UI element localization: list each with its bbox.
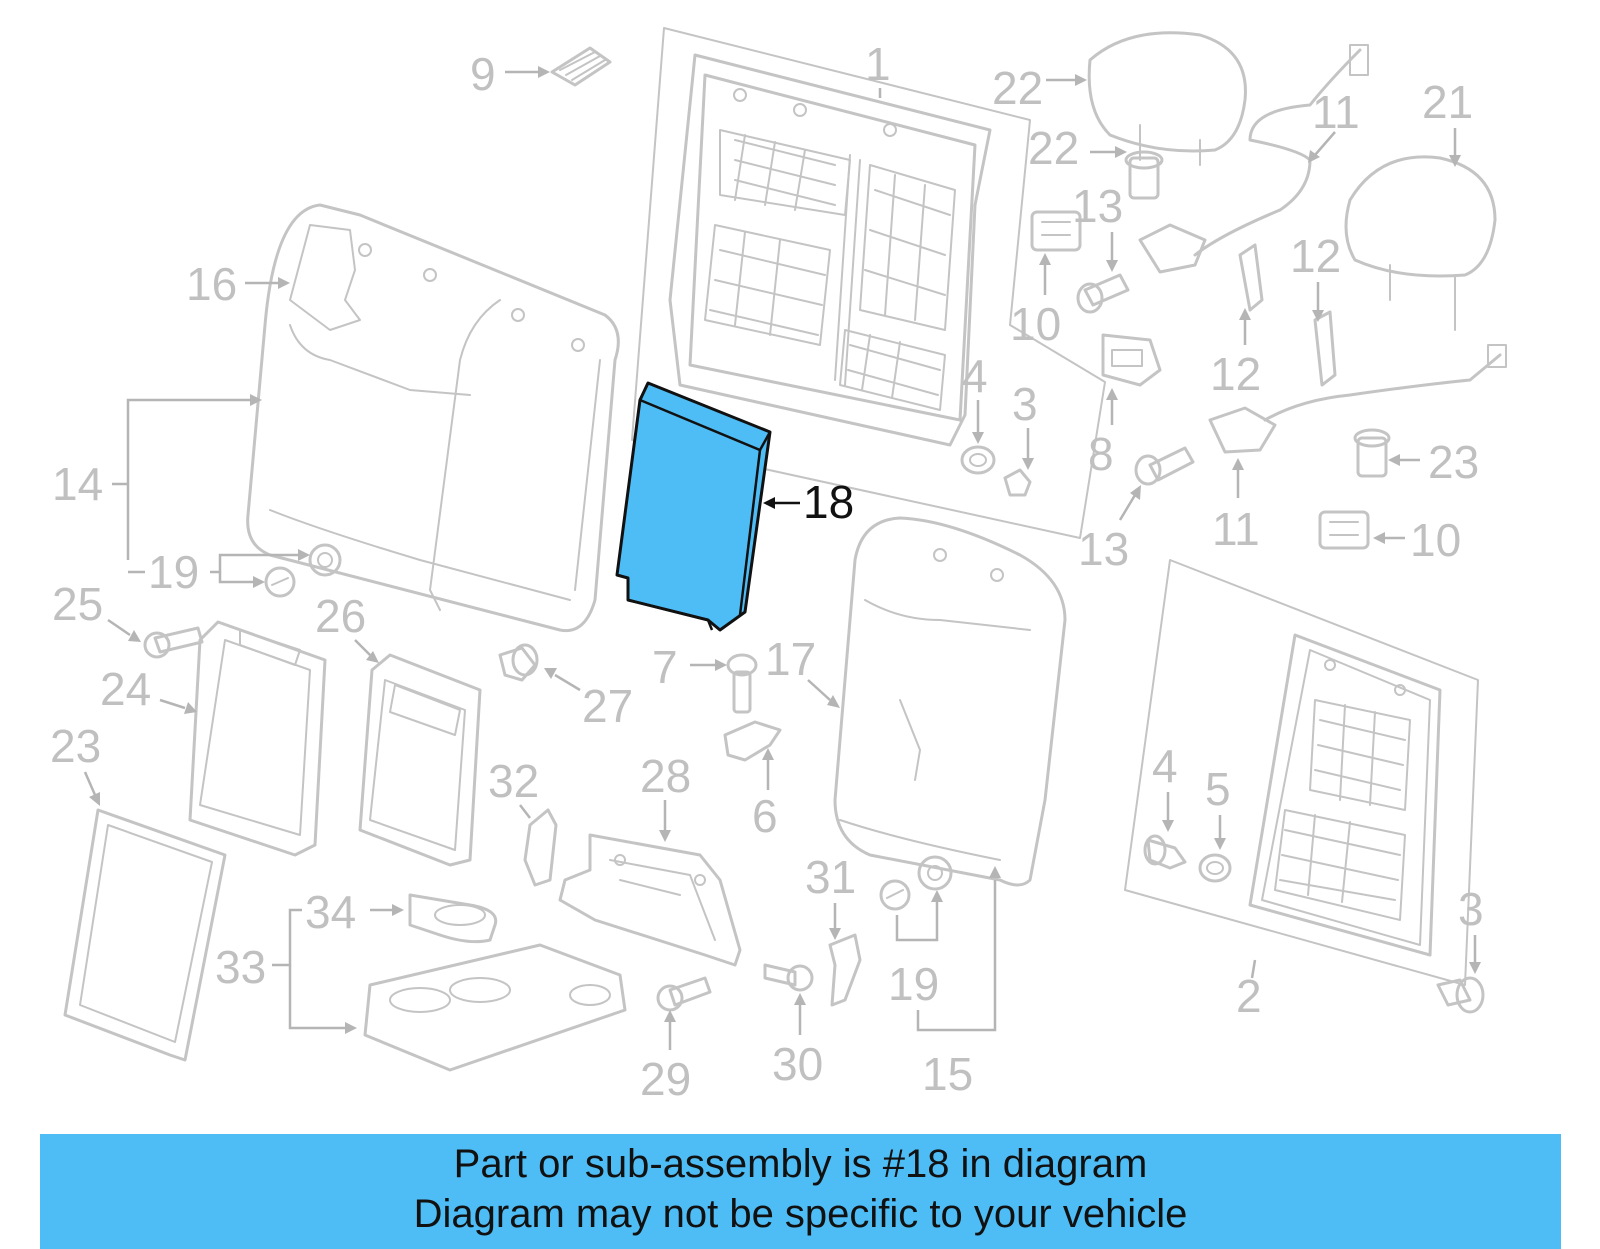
part-31: 32 (488, 755, 558, 887)
part-3-upper: 3 (1003, 378, 1038, 497)
svg-text:4: 4 (1152, 740, 1178, 792)
part-11-lower: 11 (1208, 344, 1507, 555)
svg-text:17: 17 (765, 633, 816, 685)
part-4-upper: 4 (960, 350, 996, 475)
svg-text:26: 26 (315, 590, 366, 642)
svg-text:4: 4 (962, 350, 988, 402)
svg-text:27: 27 (582, 680, 633, 732)
info-banner: Part or sub-assembly is #18 in diagram D… (40, 1134, 1561, 1249)
svg-text:13: 13 (1072, 180, 1123, 232)
callout-16: 16 (186, 258, 290, 310)
svg-text:19: 19 (888, 958, 939, 1010)
part-22-upper: 22 (1028, 122, 1164, 200)
part-24: 24 (100, 620, 327, 857)
part-7: 7 (652, 641, 758, 714)
banner-line-2: Diagram may not be specific to your vehi… (413, 1192, 1188, 1236)
callout-18: 18 (763, 476, 854, 528)
svg-text:11: 11 (1312, 86, 1360, 138)
svg-text:12: 12 (1210, 348, 1261, 400)
callout-14: 14 (52, 394, 262, 574)
part-17-seatback-cover: 17 (765, 516, 1067, 887)
svg-text:1: 1 (865, 38, 891, 90)
svg-text:22: 22 (1028, 122, 1079, 174)
callout-1: 1 (865, 38, 891, 98)
part-10-upper: 10 (1010, 210, 1082, 350)
svg-text:10: 10 (1010, 298, 1061, 350)
part-27: 27 (498, 643, 633, 732)
svg-text:22: 22 (992, 62, 1043, 114)
svg-text:33: 33 (215, 941, 266, 993)
svg-text:18: 18 (803, 476, 854, 528)
part-34: 34 (305, 886, 498, 944)
svg-text:28: 28 (640, 750, 691, 802)
svg-text:12: 12 (1290, 230, 1341, 282)
svg-text:32: 32 (488, 755, 539, 807)
svg-text:3: 3 (1458, 883, 1484, 935)
part-28-bracket: 28 (558, 750, 742, 967)
svg-text:11: 11 (1212, 503, 1260, 555)
svg-text:19: 19 (148, 546, 199, 598)
svg-text:8: 8 (1088, 428, 1114, 480)
part-12-upper: 12 (1210, 243, 1264, 400)
svg-text:21: 21 (1422, 76, 1473, 128)
svg-text:13: 13 (1078, 523, 1129, 575)
part-29: 29 (640, 976, 712, 1105)
part-20-headrest: 21 (1344, 76, 1497, 331)
part-23 (63, 808, 227, 1062)
callout-23: 23 (50, 720, 101, 806)
svg-text:23: 23 (1428, 436, 1479, 488)
banner-line-1: Part or sub-assembly is #18 in diagram (453, 1142, 1148, 1186)
svg-text:2: 2 (1236, 970, 1262, 1022)
svg-text:24: 24 (100, 663, 151, 715)
svg-text:9: 9 (470, 48, 496, 100)
part-3-lower: 4 (1143, 740, 1187, 870)
svg-text:31: 31 (805, 851, 856, 903)
svg-text:29: 29 (640, 1053, 691, 1105)
part-13-upper: 13 (1072, 180, 1130, 314)
part-13-lower: 13 (1078, 446, 1195, 575)
svg-text:25: 25 (52, 578, 103, 630)
svg-text:16: 16 (186, 258, 237, 310)
part-19-left: 19 (148, 543, 342, 598)
callout-15: 15 (916, 866, 1001, 1100)
part-1-seatback-frame (631, 27, 1106, 539)
part-2-seatback-frame: 2 (1124, 559, 1479, 1022)
part-4-lower: 5 (1198, 763, 1232, 883)
svg-text:5: 5 (1205, 763, 1231, 815)
part-26: 26 (315, 590, 482, 867)
part-22-lower: 23 (1353, 428, 1479, 488)
part-10-lower: 10 (1318, 510, 1461, 566)
part-33: 33 (215, 908, 627, 1072)
part-6: 6 (723, 720, 782, 842)
svg-text:14: 14 (52, 458, 103, 510)
callout-23-label: 23 (50, 720, 101, 772)
part-11-upper: 11 (1138, 44, 1369, 274)
svg-text:34: 34 (305, 886, 356, 938)
part-16-seatback-cover (246, 203, 620, 633)
svg-text:6: 6 (752, 790, 778, 842)
part-19-right: 19 (879, 855, 953, 1010)
part-18-highlighted (615, 381, 772, 632)
part-21-headrest: 22 (992, 31, 1247, 166)
part-25: 25 (52, 578, 204, 659)
svg-text:30: 30 (772, 1038, 823, 1090)
part-32: 31 (805, 851, 862, 1007)
part-12-lower: 12 (1290, 230, 1341, 387)
svg-text:10: 10 (1410, 514, 1461, 566)
svg-text:3: 3 (1012, 378, 1038, 430)
part-5: 3 (1436, 883, 1485, 1014)
svg-text:15: 15 (922, 1048, 973, 1100)
svg-text:7: 7 (652, 641, 678, 693)
part-8: 8 (1088, 333, 1162, 480)
part-9-clip: 9 (470, 46, 612, 100)
part-30: 30 (763, 963, 823, 1090)
